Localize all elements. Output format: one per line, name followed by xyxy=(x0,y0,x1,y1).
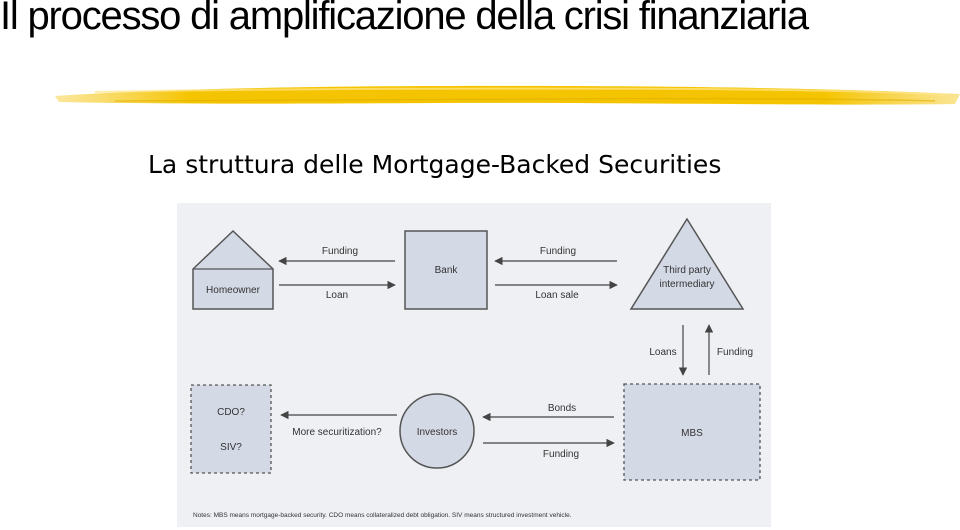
loans-label: Loans xyxy=(649,347,676,358)
homeowner-label: Homeowner xyxy=(206,285,261,296)
more-securitization-label: More securitization? xyxy=(292,427,382,438)
siv-label: SIV? xyxy=(220,442,242,453)
loan-sale-label: Loan sale xyxy=(535,290,579,301)
bank-node: Bank xyxy=(404,230,488,310)
funding-label-third-party-bank: Funding xyxy=(540,246,576,257)
investors-node: Investors xyxy=(399,393,475,469)
investors-label: Investors xyxy=(417,427,458,438)
diagram-notes: Notes: MBS means mortgage-backed securit… xyxy=(193,512,572,519)
mbs-node: MBS xyxy=(623,383,761,481)
funding-label-up: Funding xyxy=(717,347,753,358)
cdo-label: CDO? xyxy=(217,407,245,418)
third-party-label-line2: intermediary xyxy=(659,279,714,290)
slide-title: Il processo di amplificazione della cris… xyxy=(0,0,809,38)
funding-label-investors-mbs: Funding xyxy=(543,449,579,460)
title-underline-brushstroke xyxy=(55,85,960,105)
slide-subtitle: La struttura delle Mortgage-Backed Secur… xyxy=(148,150,722,179)
homeowner-node: Homeowner xyxy=(192,229,274,310)
third-party-intermediary-node: Third party intermediary xyxy=(629,217,745,310)
mbs-structure-diagram: Homeowner Bank Third party intermediary … xyxy=(177,203,771,527)
funding-label-bank-homeowner: Funding xyxy=(322,246,358,257)
loan-label: Loan xyxy=(326,290,348,301)
cdo-siv-node: CDO? SIV? xyxy=(190,384,272,474)
third-party-label-line1: Third party xyxy=(663,265,711,276)
bonds-label: Bonds xyxy=(548,403,576,414)
mbs-label: MBS xyxy=(681,428,703,439)
bank-label: Bank xyxy=(435,265,459,276)
